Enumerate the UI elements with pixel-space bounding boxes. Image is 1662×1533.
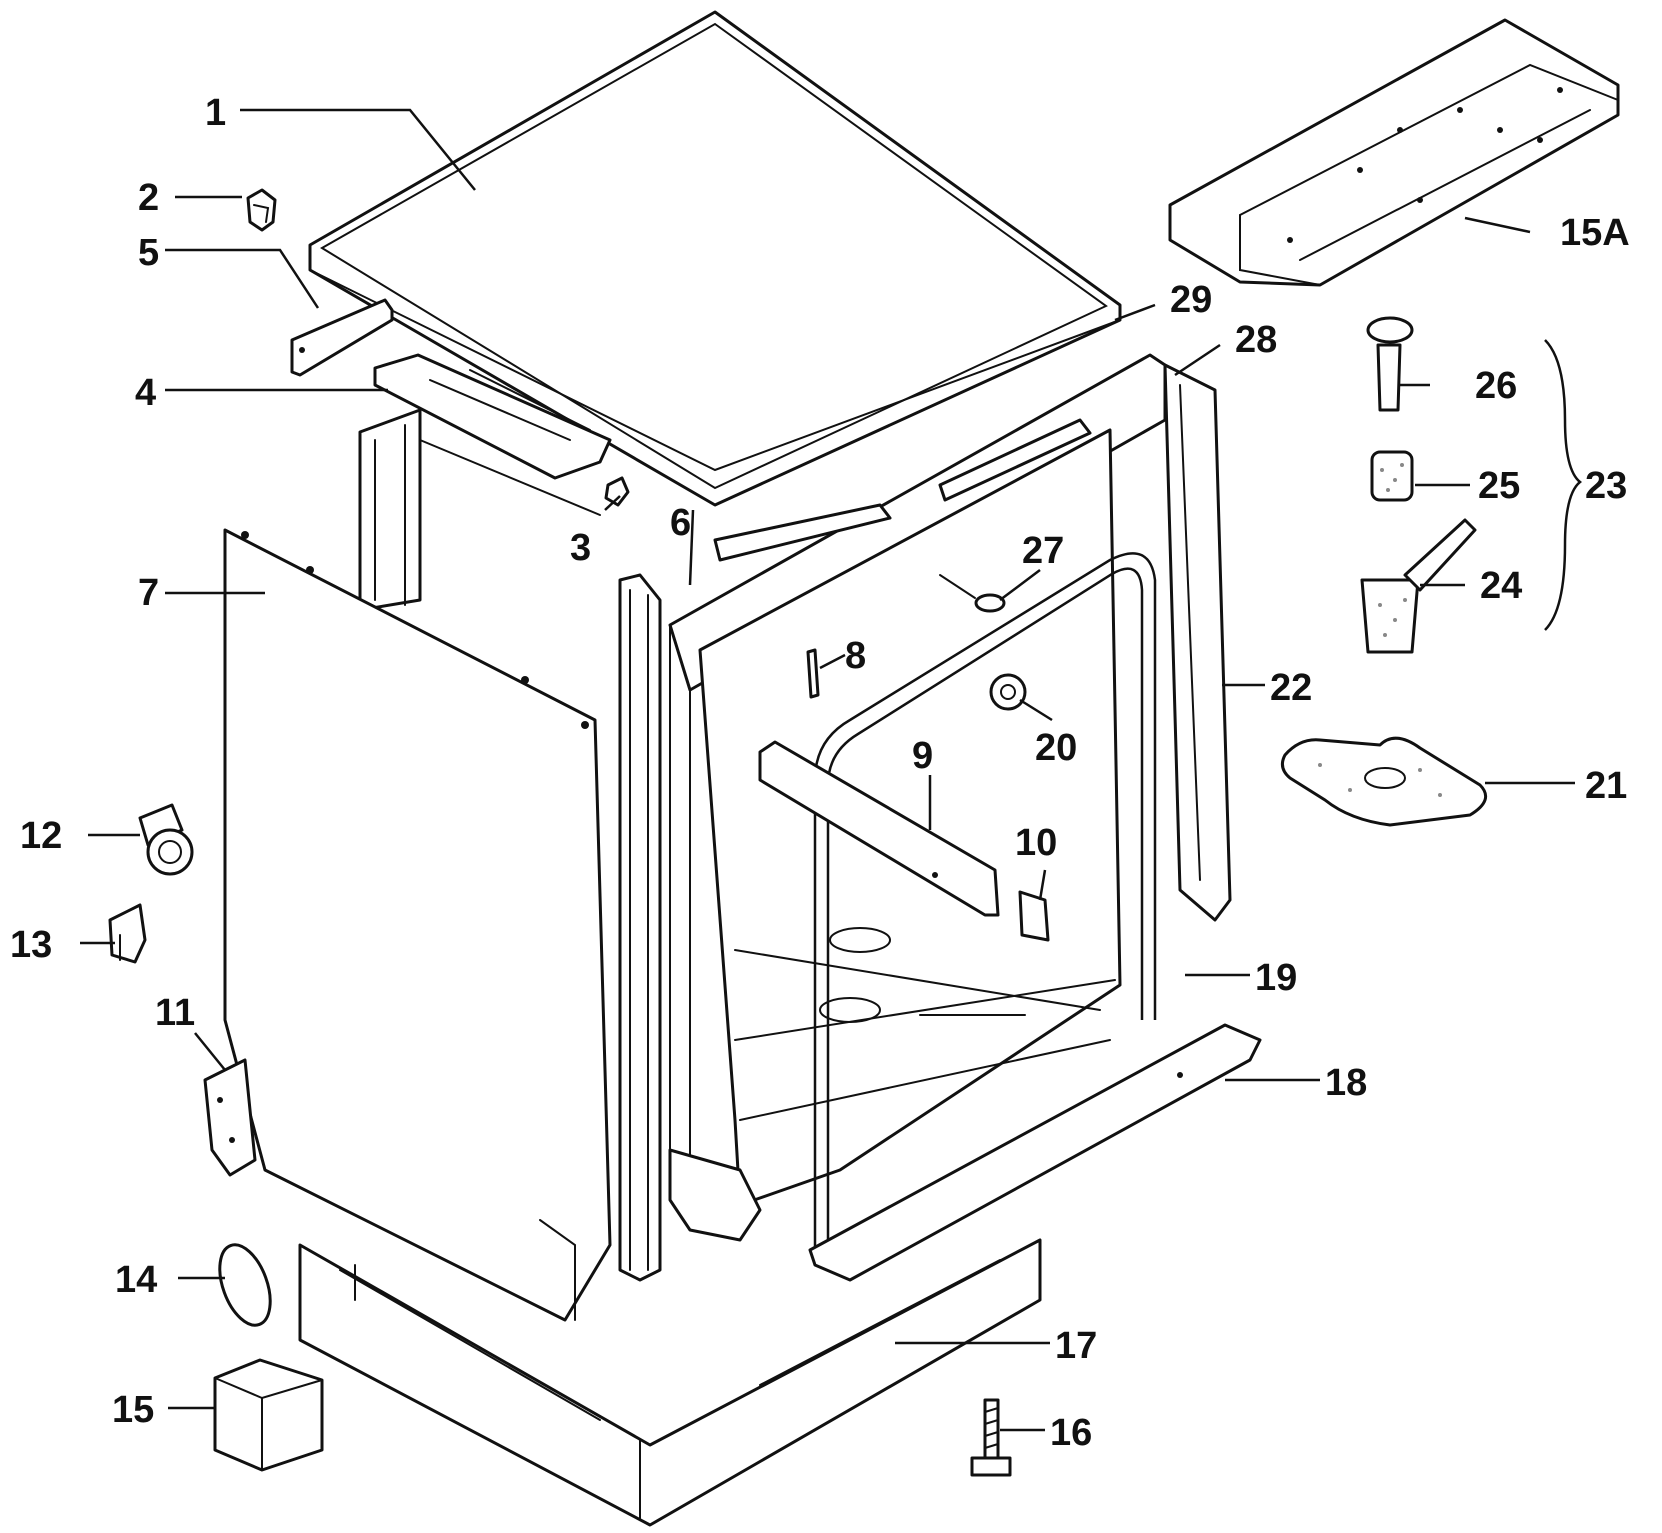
label-10: 10 bbox=[1015, 822, 1057, 864]
filter-top-part bbox=[1366, 316, 1414, 412]
inner-bar-part bbox=[758, 740, 1000, 917]
group-brace bbox=[1544, 339, 1582, 631]
flat-filter-part bbox=[1280, 736, 1488, 827]
part-number-labels: 1 2 5 4 3 6 7 8 9 10 20 27 12 13 11 14 1… bbox=[10, 92, 1630, 1454]
label-3: 3 bbox=[570, 527, 591, 569]
label-4: 4 bbox=[135, 372, 156, 414]
label-8: 8 bbox=[845, 635, 866, 677]
label-2: 2 bbox=[138, 177, 159, 219]
coarse-filter-part bbox=[1360, 518, 1477, 654]
pin-part bbox=[806, 648, 820, 699]
label-17: 17 bbox=[1055, 1325, 1097, 1367]
base-part bbox=[298, 1238, 1042, 1527]
screw-part bbox=[970, 1398, 1012, 1477]
label-15A: 15A bbox=[1560, 212, 1630, 254]
top-rail-part bbox=[290, 298, 394, 377]
box-part bbox=[213, 1358, 324, 1472]
label-1: 1 bbox=[205, 92, 226, 134]
sensor-part bbox=[939, 574, 1006, 613]
label-12: 12 bbox=[20, 815, 62, 857]
hinge-bracket-part bbox=[203, 1058, 257, 1177]
door-seal-part bbox=[813, 552, 1157, 1250]
label-5: 5 bbox=[138, 232, 159, 274]
label-25: 25 bbox=[1478, 465, 1520, 507]
label-18: 18 bbox=[1325, 1062, 1367, 1104]
label-21: 21 bbox=[1585, 765, 1627, 807]
ring-gasket-part bbox=[218, 1243, 272, 1327]
mesh-cylinder-part bbox=[1370, 450, 1414, 502]
base-trim-part bbox=[808, 1023, 1262, 1282]
label-16: 16 bbox=[1050, 1412, 1092, 1454]
top-cover-part bbox=[308, 10, 1122, 507]
label-20: 20 bbox=[1035, 727, 1077, 769]
plate-part bbox=[1018, 890, 1050, 942]
clip-part bbox=[246, 188, 277, 232]
label-11: 11 bbox=[155, 992, 195, 1034]
label-22: 22 bbox=[1270, 667, 1312, 709]
label-29: 29 bbox=[1170, 279, 1212, 321]
side-panel-part bbox=[223, 528, 612, 1322]
label-27: 27 bbox=[1022, 530, 1064, 572]
leader-lines bbox=[80, 108, 1575, 1432]
small-bracket-part bbox=[604, 476, 630, 507]
label-28: 28 bbox=[1235, 319, 1277, 361]
knob-part bbox=[138, 803, 194, 876]
label-26: 26 bbox=[1475, 365, 1517, 407]
control-panel-bracket-part bbox=[1168, 18, 1620, 287]
label-7: 7 bbox=[138, 572, 159, 614]
label-9: 9 bbox=[912, 735, 933, 777]
label-24: 24 bbox=[1480, 565, 1522, 607]
insulation-pad-part bbox=[373, 353, 612, 480]
door-clip-part bbox=[108, 903, 147, 964]
label-13: 13 bbox=[10, 924, 52, 966]
label-23: 23 bbox=[1585, 465, 1627, 507]
cabinet-frame-part bbox=[358, 353, 1232, 1282]
label-19: 19 bbox=[1255, 957, 1297, 999]
label-6: 6 bbox=[670, 502, 691, 544]
label-14: 14 bbox=[115, 1259, 157, 1301]
label-15: 15 bbox=[112, 1389, 154, 1431]
nozzle-part bbox=[989, 673, 1027, 711]
